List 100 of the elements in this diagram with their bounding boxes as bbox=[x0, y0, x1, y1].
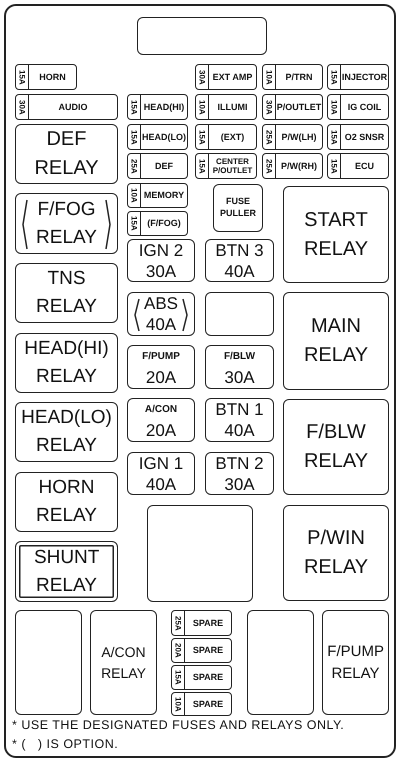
fuse-rating: 30A bbox=[146, 260, 176, 282]
fuse-rating: 10A bbox=[196, 95, 209, 119]
mini-fuse bbox=[262, 64, 323, 90]
fuse-name: O2 SNSR bbox=[344, 132, 384, 142]
relay-slot bbox=[283, 186, 389, 283]
relay-name: MAIN RELAY bbox=[304, 314, 368, 368]
fuse-name: ILLUMI bbox=[218, 102, 248, 112]
relay-slot bbox=[283, 505, 389, 601]
relay-name: F/PUMP RELAY bbox=[327, 642, 384, 684]
fuse-name: SPARE bbox=[192, 700, 224, 708]
note-text: * ( ) IS OPTION. bbox=[12, 737, 118, 751]
mini-fuse bbox=[327, 153, 389, 179]
fuse-name: ECU bbox=[354, 162, 374, 170]
cartridge-fuse bbox=[205, 452, 274, 495]
fuse-rating: 10A bbox=[172, 693, 185, 715]
fuse-rating: 10A bbox=[128, 184, 141, 207]
cartridge-fuse bbox=[127, 345, 195, 389]
empty-slot bbox=[147, 505, 253, 602]
fuse-name: DEF bbox=[155, 162, 173, 170]
mini-fuse bbox=[127, 211, 188, 236]
fuse-rating: 40A bbox=[146, 314, 176, 335]
mini-fuse bbox=[262, 94, 323, 120]
fuse-name: CENTER P/OUTLET bbox=[212, 157, 252, 175]
fuse-rating: 15A bbox=[328, 65, 341, 89]
fuse-name: IGN 2 bbox=[138, 240, 184, 260]
fuse-name: IG COIL bbox=[348, 102, 382, 112]
relay-name: HEAD(HI) RELAY bbox=[24, 337, 109, 389]
mini-fuse bbox=[127, 94, 188, 120]
relay-name: HORN RELAY bbox=[36, 476, 97, 528]
fuse-rating: 15A bbox=[16, 65, 29, 89]
fuse-rating: 25A bbox=[263, 154, 276, 178]
empty-slot bbox=[247, 610, 314, 715]
cartridge-fuse bbox=[205, 345, 274, 389]
fuse-rating: 20A bbox=[172, 639, 185, 662]
mini-fuse bbox=[195, 153, 257, 179]
relay-name: TNS RELAY bbox=[36, 267, 97, 319]
fuse-name: BTN 1 bbox=[215, 399, 264, 420]
fuse-name: IGN 1 bbox=[138, 452, 184, 474]
fuse-name: F/PUMP bbox=[142, 350, 180, 364]
note-text: * USE THE DESIGNATED FUSES AND RELAYS ONLY. bbox=[12, 718, 344, 732]
mini-fuse bbox=[327, 94, 389, 120]
empty-slot bbox=[137, 17, 267, 55]
mini-fuse bbox=[171, 665, 232, 690]
fuse-name: SPARE bbox=[192, 673, 224, 682]
fuse-rating: 30A bbox=[16, 95, 29, 119]
fuse-rating: 30A bbox=[224, 367, 255, 388]
relay-name: DEF RELAY bbox=[34, 127, 99, 181]
relay-slot bbox=[15, 472, 118, 532]
fuse-rating: 30A bbox=[224, 474, 255, 494]
empty-slot bbox=[205, 292, 274, 336]
fuse-name: MEMORY bbox=[144, 191, 184, 200]
relay-slot bbox=[15, 333, 118, 393]
fuse-rating: 15A bbox=[128, 95, 141, 119]
fuse-rating: 15A bbox=[196, 125, 209, 149]
fuse-name: P/W(LH) bbox=[282, 132, 316, 142]
fuse-name: HEAD(HI) bbox=[144, 102, 184, 112]
fuse-name: F/BLW bbox=[224, 350, 256, 364]
relay-slot bbox=[15, 193, 118, 254]
cartridge-fuse bbox=[205, 239, 274, 282]
cartridge-fuse bbox=[127, 452, 195, 495]
fuse-name: P/W(RH) bbox=[281, 162, 317, 170]
fuse-name: INJECTOR bbox=[342, 72, 388, 82]
relay-name: START RELAY bbox=[304, 208, 368, 262]
mini-fuse bbox=[127, 124, 188, 150]
relay-name: F/BLW RELAY bbox=[304, 420, 368, 474]
relay-name: P/WIN RELAY bbox=[304, 526, 368, 580]
mini-fuse bbox=[171, 692, 232, 716]
mini-fuse bbox=[15, 94, 118, 120]
fuse-rating: 15A bbox=[328, 154, 341, 178]
fuse-rating: 15A bbox=[172, 666, 185, 689]
fuse-name: SPARE bbox=[192, 646, 224, 655]
relay-name: F/FOG RELAY bbox=[36, 198, 97, 250]
mini-fuse bbox=[127, 183, 188, 208]
fuse-puller-slot bbox=[213, 184, 263, 232]
relay-slot bbox=[15, 541, 118, 602]
fuse-rating: 10A bbox=[328, 95, 341, 119]
mini-fuse bbox=[171, 610, 232, 636]
relay-slot bbox=[283, 399, 389, 495]
fuse-name: BTN 2 bbox=[215, 452, 264, 474]
fuse-name: ABS bbox=[144, 293, 178, 314]
mini-fuse bbox=[171, 638, 232, 663]
relay-slot bbox=[90, 610, 157, 715]
fuse-rating: 40A bbox=[146, 474, 176, 494]
fuse-name: (EXT) bbox=[220, 132, 244, 142]
fuse-rating: 25A bbox=[263, 125, 276, 149]
relay-slot bbox=[15, 263, 118, 323]
mini-fuse bbox=[262, 153, 323, 179]
fuse-rating: 40A bbox=[224, 260, 255, 282]
cartridge-fuse bbox=[127, 398, 195, 442]
fuse-name: BTN 3 bbox=[215, 240, 264, 260]
relay-slot bbox=[322, 610, 389, 715]
relay-name: HEAD(LO) RELAY bbox=[21, 406, 112, 458]
fuse-name: HEAD(LO) bbox=[142, 132, 186, 142]
fuse-name: P/OUTLET bbox=[276, 102, 322, 112]
mini-fuse bbox=[262, 124, 323, 150]
fuse-name: SPARE bbox=[192, 618, 224, 628]
fuse-rating: 20A bbox=[146, 420, 176, 441]
fuse-name: HORN bbox=[39, 72, 66, 82]
relay-name: SHUNT RELAY bbox=[34, 546, 100, 598]
fuse-rating: 10A bbox=[263, 65, 276, 89]
